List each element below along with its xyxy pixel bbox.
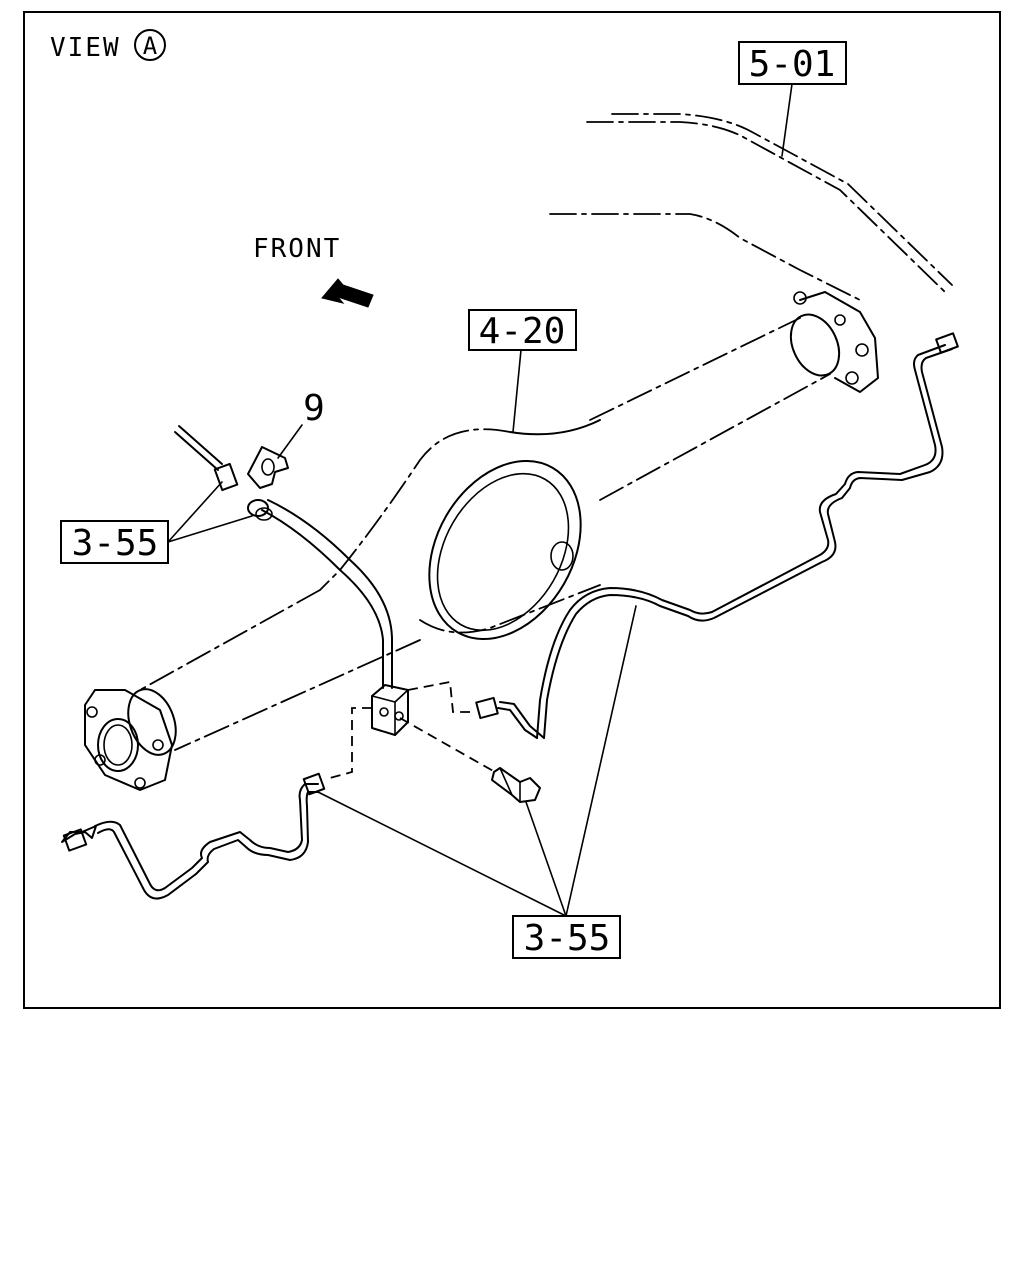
callout-3-55-bottom: 3-55 xyxy=(512,915,621,959)
callout-3-55-bottom-text: 3-55 xyxy=(524,918,611,959)
front-arrow-icon xyxy=(321,278,374,308)
view-circle xyxy=(134,29,166,61)
diagram-frame xyxy=(23,11,1001,1009)
axle-housing xyxy=(84,291,879,791)
front-label: FRONT xyxy=(253,234,341,264)
callout-5-01: 5-01 xyxy=(738,41,847,85)
callout-9-text: 9 xyxy=(303,388,325,429)
leader-lines xyxy=(167,83,793,917)
view-label: VIEW xyxy=(50,33,121,63)
brake-lines xyxy=(61,332,959,900)
callout-4-20: 4-20 xyxy=(468,309,577,352)
view-header: VIEW A xyxy=(50,29,166,63)
callout-5-01-text: 5-01 xyxy=(749,44,836,85)
callout-9: 9 xyxy=(303,388,325,429)
frame-outline xyxy=(549,113,953,301)
callout-3-55-left: 3-55 xyxy=(60,520,169,564)
callout-4-20-text: 4-20 xyxy=(479,311,566,352)
view-circle-letter: A xyxy=(143,32,158,60)
front-direction: FRONT xyxy=(253,234,374,308)
callout-3-55-left-text: 3-55 xyxy=(72,523,159,564)
